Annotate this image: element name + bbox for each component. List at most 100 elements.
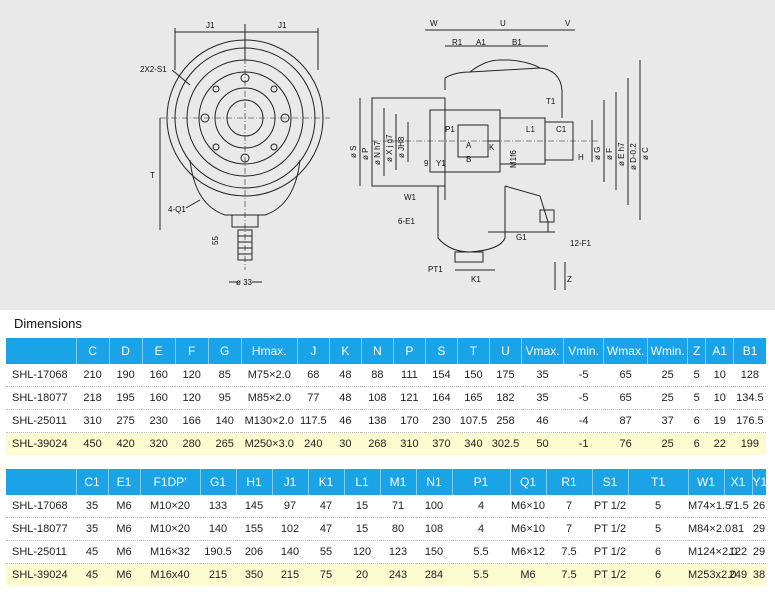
table-cell: 5.5: [452, 540, 510, 564]
model-cell: SHL-18077: [6, 386, 77, 410]
label-phi-33: ø 33: [236, 278, 253, 287]
table-cell: 7: [546, 495, 592, 518]
table-cell: M6: [108, 495, 140, 518]
column-header: S: [424, 338, 458, 364]
table-cell: M124×2.0: [688, 540, 737, 564]
table-cell: 175: [489, 364, 522, 387]
model-cell: SHL-25011: [6, 409, 77, 433]
table-cell: 108: [416, 517, 452, 541]
table-cell: M75×2.0: [241, 364, 298, 387]
table-cell: 176.5: [733, 409, 766, 433]
table-cell: 35: [521, 364, 564, 387]
label-phi-n: ø N h7: [373, 140, 382, 165]
table-cell: M6: [108, 540, 140, 564]
label-p1: P1: [445, 125, 455, 134]
label-k: K: [489, 143, 495, 152]
column-header: C1: [75, 469, 108, 495]
table-cell: 75: [308, 563, 344, 586]
table-cell: 370: [425, 432, 458, 455]
table-cell: M6: [510, 563, 546, 586]
table-cell: 310: [393, 432, 426, 455]
column-header: P1: [451, 469, 510, 495]
table-cell: 102: [272, 517, 308, 541]
table-cell: 30: [329, 432, 362, 455]
table-cell: 7: [546, 517, 592, 541]
table-cell: 80: [380, 517, 416, 541]
table-cell: 25: [647, 364, 688, 387]
table-cell: 4: [452, 495, 510, 518]
model-cell: SHL-18077: [6, 517, 76, 541]
section-view-drawing: [359, 29, 641, 290]
column-header: B1: [733, 338, 766, 364]
table-cell: 5.5: [452, 563, 510, 586]
label-phi-g: ø G: [593, 147, 602, 160]
table-cell: M10×20: [140, 517, 200, 541]
table-cell: 26: [752, 495, 766, 518]
model-cell: SHL-17068: [6, 495, 76, 518]
table-cell: M250×3.0: [241, 432, 298, 455]
table-cell: 77: [297, 386, 330, 410]
label-c1: C1: [556, 125, 567, 134]
label-55: 55: [211, 236, 220, 245]
label-k1: K1: [471, 275, 481, 284]
table-cell: 65: [603, 386, 648, 410]
label-j1-right: J1: [278, 21, 287, 30]
table-cell: 420: [109, 432, 143, 455]
table-cell: 87: [603, 409, 648, 433]
table-cell: 46: [329, 409, 362, 433]
table-cell: PT 1/2: [592, 563, 628, 586]
label-phi-x: ø X j g7: [385, 134, 394, 162]
table-cell: 47: [308, 495, 344, 518]
label-y1: Y1: [436, 159, 446, 168]
table-cell: 76: [603, 432, 648, 455]
table-cell: M74×1.5: [688, 495, 731, 518]
column-header: R1: [545, 469, 592, 495]
table-cell: 284: [416, 563, 452, 586]
column-header: T1: [627, 469, 688, 495]
table-cell: 240: [297, 432, 330, 455]
label-pt1: PT1: [428, 265, 443, 274]
column-header: G1: [199, 469, 236, 495]
table-cell: 10: [705, 386, 734, 410]
column-header: Hmax.: [240, 338, 298, 364]
table-cell: 340: [457, 432, 490, 455]
label-phi-c: ø C: [641, 147, 650, 160]
table-cell: PT 1/2: [592, 495, 628, 518]
column-header: [6, 338, 77, 364]
table-cell: -1: [563, 432, 604, 455]
table-cell: 22: [705, 432, 734, 455]
table-cell: -5: [563, 364, 604, 387]
drawing-labels: J1 J1 2X2-S1 T 4-Q1 55 ø 33 W U V R1 A1 …: [140, 19, 650, 287]
table-cell: 133: [200, 495, 236, 518]
table-cell: -5: [563, 386, 604, 410]
table-cell: 210: [76, 364, 110, 387]
table-cell: 120: [175, 364, 209, 387]
table-cell: 190.5: [200, 540, 236, 564]
table-cell: 150: [416, 540, 452, 564]
label-9: 9: [424, 159, 429, 168]
table-cell: M6: [108, 563, 140, 586]
label-w1: W1: [404, 193, 417, 202]
table-cell: 128: [733, 364, 766, 387]
table-cell: 117.5: [297, 409, 330, 433]
label-m1f6: M1f6: [509, 150, 518, 168]
table-cell: 35: [76, 517, 108, 541]
table-cell: 160: [142, 386, 176, 410]
column-header: J: [296, 338, 330, 364]
table-cell: M16x40: [140, 563, 200, 586]
table-cell: 100: [416, 495, 452, 518]
table-cell: 85: [208, 364, 242, 387]
table-cell: 71.5: [724, 495, 752, 518]
table-cell: 230: [142, 409, 176, 433]
label-a: A: [466, 141, 472, 150]
table-cell: 95: [208, 386, 242, 410]
model-cell: SHL-39024: [6, 563, 76, 586]
table-cell: 35: [521, 386, 564, 410]
column-header: [6, 469, 76, 495]
table-cell: M6×10: [510, 517, 546, 541]
table-cell: 280: [175, 432, 209, 455]
